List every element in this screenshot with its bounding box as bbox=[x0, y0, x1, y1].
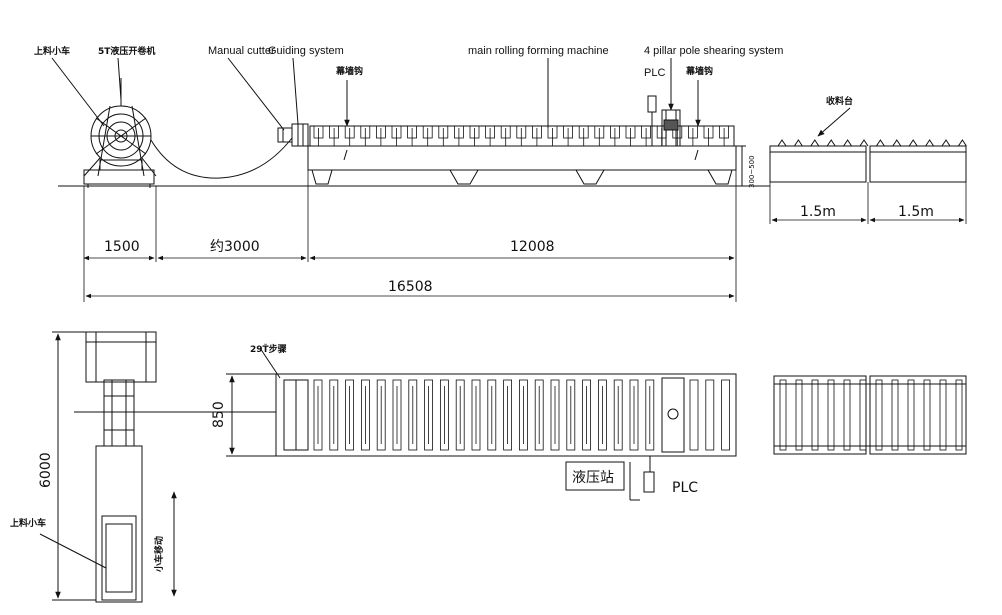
feeding-cart-label: 上料小车 bbox=[34, 45, 70, 57]
plan-table-roller bbox=[939, 379, 947, 451]
main-machine-elevation bbox=[307, 80, 737, 185]
dim-850: 850 bbox=[211, 401, 227, 428]
plan-roller bbox=[613, 379, 623, 451]
plan-roller bbox=[566, 379, 576, 451]
plan-table-roller bbox=[795, 379, 803, 451]
plan-roller bbox=[471, 379, 481, 451]
table-roller bbox=[875, 139, 885, 147]
roll-count-label: 29Ť步骤 bbox=[250, 343, 287, 355]
dim-table-2: 1.5m bbox=[898, 204, 934, 220]
plan-roller bbox=[408, 379, 418, 451]
guiding-system-label: Guiding system bbox=[268, 45, 344, 57]
table-roller bbox=[777, 139, 787, 147]
dim-table-1: 1.5m bbox=[800, 204, 836, 220]
decoiler-plan-view bbox=[39, 331, 276, 603]
plan-table-roller bbox=[827, 379, 835, 451]
plan-roller bbox=[487, 379, 497, 451]
plan-table-roller bbox=[779, 379, 787, 451]
dimension-lines bbox=[83, 170, 967, 302]
shearing-system-elevation bbox=[647, 58, 681, 147]
plan-roller bbox=[645, 379, 655, 451]
main-machine-plan-view bbox=[226, 347, 737, 501]
plan-roller bbox=[392, 379, 402, 451]
dim-12008: 12008 bbox=[510, 239, 555, 255]
labels: 上料小车 5T液压开卷机 Manual cutter Guiding syste… bbox=[10, 45, 934, 573]
manual-cutter-label: Manual cutter bbox=[208, 45, 275, 57]
curtain-hook-label-1: 幕墙钩 bbox=[335, 65, 363, 77]
feeding-cart-plan-label: 上料小车 bbox=[10, 517, 46, 529]
plan-table-roller bbox=[875, 379, 883, 451]
guiding-system-elevation bbox=[277, 123, 309, 147]
plan-roller bbox=[360, 379, 370, 451]
plan-roller bbox=[705, 379, 715, 451]
dim-6000: 6000 bbox=[38, 452, 54, 488]
dim-3000: 约3000 bbox=[210, 239, 260, 255]
dim-1500: 1500 bbox=[104, 239, 140, 255]
plan-roller bbox=[721, 379, 730, 451]
plan-roller bbox=[439, 379, 449, 451]
plan-table-roller bbox=[891, 379, 899, 451]
plan-roller bbox=[345, 379, 355, 451]
plan-roller bbox=[313, 379, 323, 451]
plan-roller bbox=[329, 379, 339, 451]
receiving-table-label: 收料台 bbox=[826, 95, 853, 107]
cart-moving-label: 小车移动 bbox=[153, 536, 165, 573]
table-roller bbox=[941, 139, 951, 147]
plan-table-roller bbox=[843, 379, 851, 451]
receiving-table-elevation bbox=[769, 107, 967, 183]
steel-strip bbox=[150, 137, 293, 179]
curtain-hook-label-2: 幕墙钩 bbox=[685, 65, 713, 77]
hydraulic-station-label: 液压站 bbox=[572, 470, 614, 486]
decoiler-label: 5T液压开卷机 bbox=[98, 45, 155, 57]
plan-roller bbox=[689, 379, 699, 451]
table-roller bbox=[826, 139, 836, 147]
plan-table-roller bbox=[811, 379, 819, 451]
plc-top-label: PLC bbox=[644, 67, 665, 79]
plan-roller bbox=[424, 379, 434, 451]
plan-roller bbox=[550, 379, 560, 451]
plan-table-roller bbox=[923, 379, 931, 451]
plan-roller bbox=[503, 379, 513, 451]
table-roller bbox=[843, 139, 853, 147]
plan-roller bbox=[629, 379, 639, 451]
dim-16508: 16508 bbox=[388, 279, 433, 295]
shearing-system-label: 4 pillar pole shearing system bbox=[644, 45, 783, 57]
plan-roller bbox=[534, 379, 544, 451]
dim-height: 300~500 bbox=[748, 155, 756, 188]
table-roller bbox=[810, 139, 820, 147]
receiving-table-plan-view bbox=[773, 375, 967, 455]
table-roller bbox=[925, 139, 935, 147]
main-machine-label: main rolling forming machine bbox=[468, 45, 609, 57]
table-roller bbox=[892, 139, 902, 147]
elevation-view bbox=[51, 57, 967, 188]
table-roller bbox=[859, 139, 869, 147]
plan-roller bbox=[376, 379, 386, 451]
plan-roller bbox=[455, 379, 465, 451]
decoiler-elevation bbox=[83, 78, 157, 188]
plan-roller bbox=[598, 379, 607, 451]
table-roller bbox=[957, 139, 967, 147]
table-roller bbox=[793, 139, 803, 147]
table-roller bbox=[908, 139, 918, 147]
plan-roller bbox=[582, 379, 591, 451]
plan-table-roller bbox=[859, 379, 867, 451]
plan-table-roller bbox=[955, 379, 963, 451]
plc-bottom-label: PLC bbox=[672, 480, 698, 496]
plan-table-roller bbox=[907, 379, 915, 451]
plan-roller bbox=[519, 379, 528, 451]
